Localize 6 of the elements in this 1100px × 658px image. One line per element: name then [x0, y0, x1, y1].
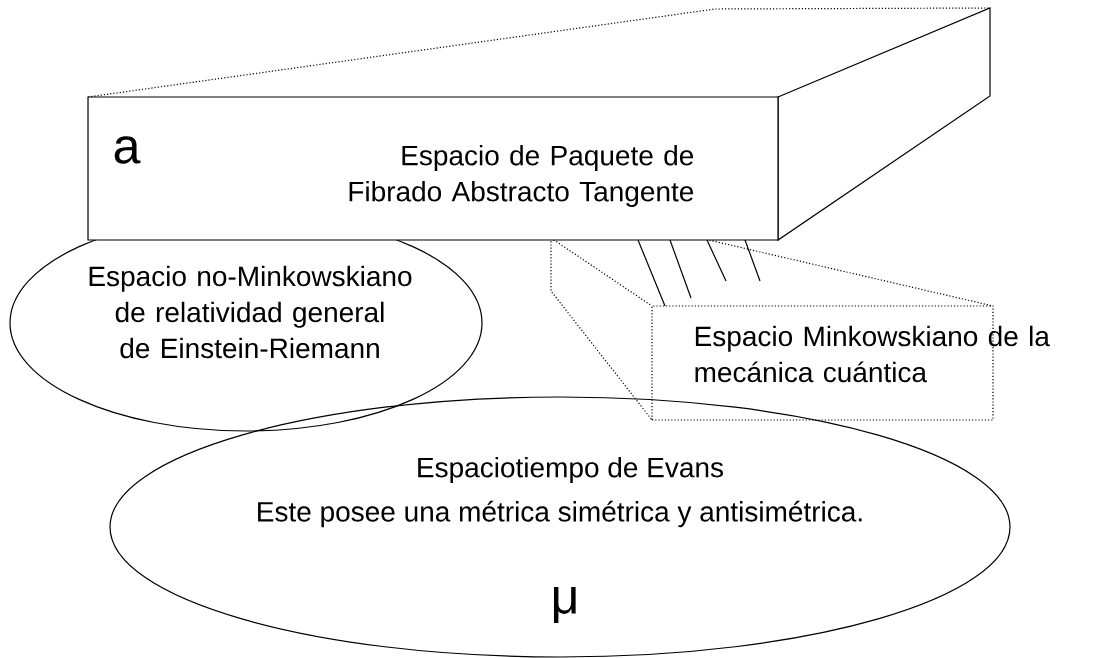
node-label: Espacio de Paquete de Fibrado Abstracto Tangente [349, 144, 694, 208]
symbol-label: μ [554, 587, 576, 623]
node-body: Este posee una métrica simétrica y antisimétrica. [258, 500, 862, 528]
letter-label: a [114, 136, 141, 164]
node-label: Espacio no-Minkowskiano de relatividad general de Einstein-Riemann [89, 265, 412, 359]
node-heading: Espaciotiempo de Evans [418, 456, 723, 484]
